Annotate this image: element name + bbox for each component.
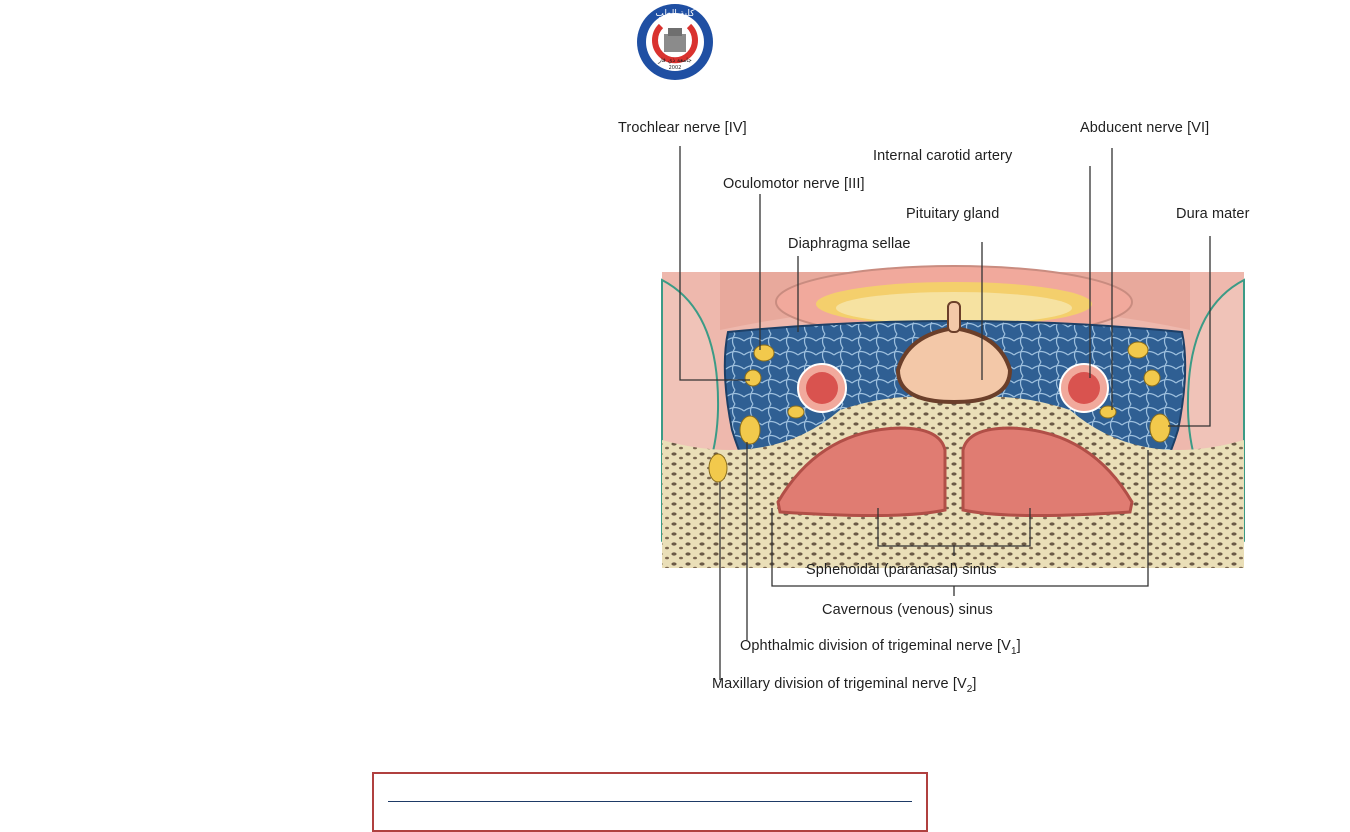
- label-trochlear-nerve: Trochlear nerve [IV]: [618, 120, 747, 136]
- footer-rule: [388, 801, 912, 802]
- logo-center-text: جامعة ذي قار: [657, 57, 692, 64]
- logo-top-text: كلية الطب: [655, 9, 695, 19]
- label-abducent-nerve: Abducent nerve [VI]: [1080, 120, 1210, 136]
- label-internal-carotid-artery: Internal carotid artery: [873, 148, 1013, 164]
- label-maxillary-division: Maxillary division of trigeminal nerve […: [712, 676, 977, 695]
- sphenoidal-sinus-left: [776, 426, 947, 518]
- label-cavernous-sinus: Cavernous (venous) sinus: [822, 602, 993, 618]
- footer-frame: [372, 772, 928, 832]
- label-oculomotor-nerve: Oculomotor nerve [III]: [723, 176, 865, 192]
- internal-carotid-right: [1068, 372, 1100, 404]
- label-sphenoidal-sinus: Sphenoidal (paranasal) sinus: [806, 562, 997, 578]
- sphenoidal-sinus-right: [961, 426, 1134, 518]
- sphenoid-bone: [662, 396, 1244, 568]
- label-dura-mater: Dura mater: [1176, 206, 1250, 222]
- logo-year: 2002: [669, 65, 682, 71]
- cavernous-sinus-diagram: Trochlear nerve [IV] Abducent nerve [VI]…: [600, 110, 1320, 700]
- label-ophthalmic-division: Ophthalmic division of trigeminal nerve …: [740, 638, 1021, 657]
- anatomy-illustration: [661, 146, 1245, 680]
- internal-carotid-left: [806, 372, 838, 404]
- label-diaphragma-sellae: Diaphragma sellae: [788, 236, 911, 252]
- label-pituitary-gland: Pituitary gland: [906, 206, 1000, 222]
- college-logo: كلية الطب جامعة ذي قار 2002: [617, 2, 733, 82]
